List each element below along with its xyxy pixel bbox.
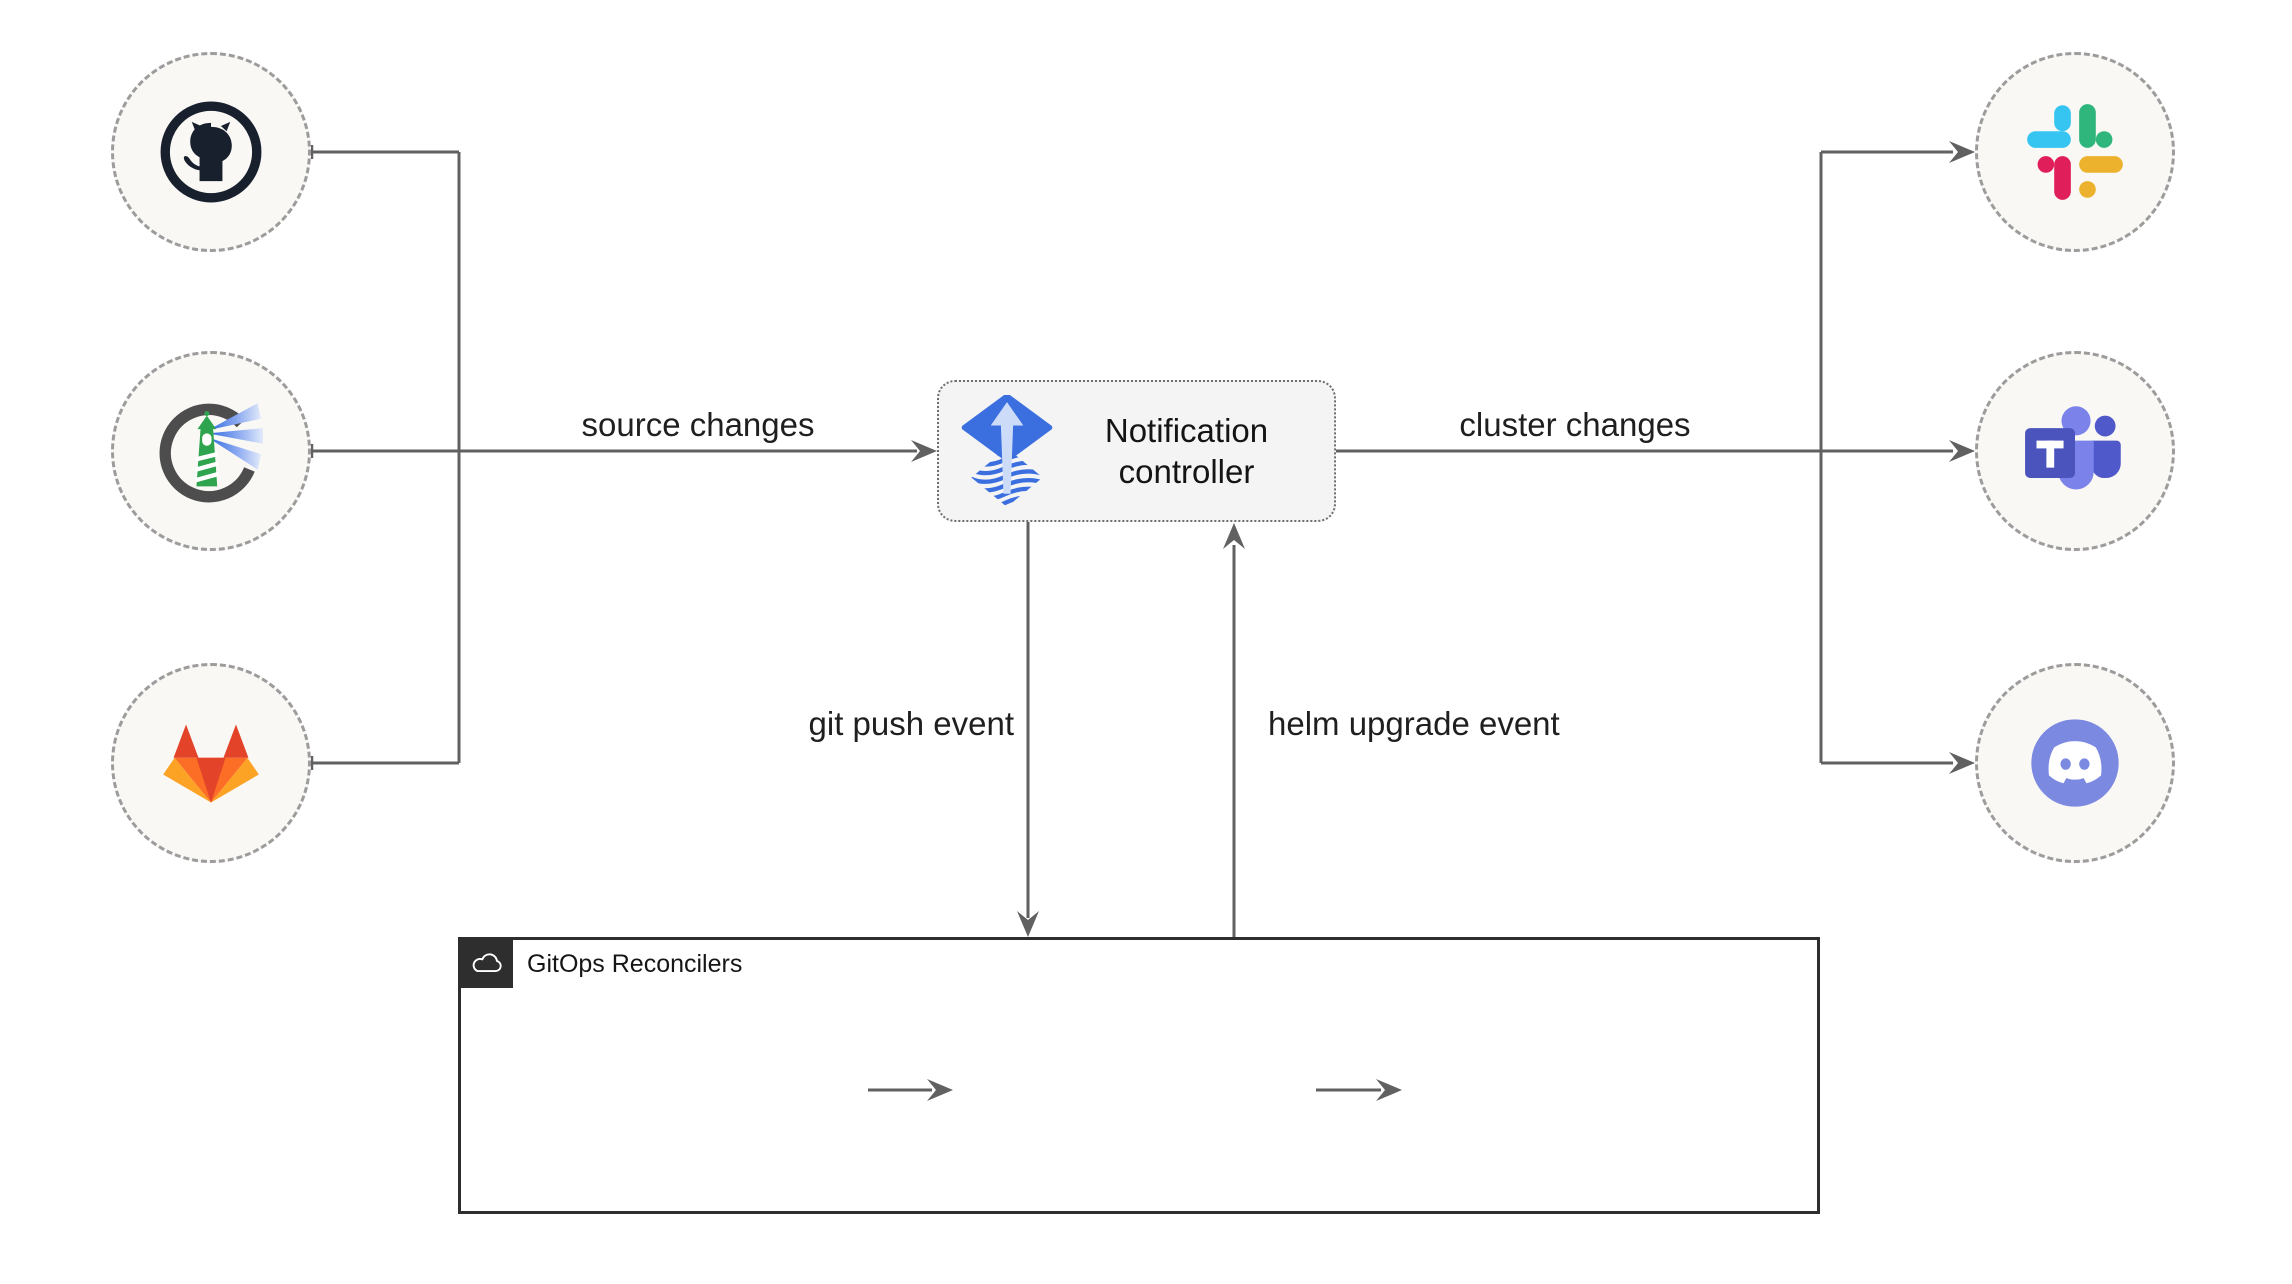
edge-label-git-push-event: git push event (808, 705, 1014, 742)
notification-controller-label: Notification controller (1104, 412, 1269, 490)
source-node-github (111, 52, 311, 252)
cloud-icon (470, 953, 504, 976)
teams-icon (2023, 399, 2127, 503)
target-node-teams (1975, 351, 2175, 551)
edge-label-cluster-changes: cluster changes (1459, 406, 1691, 443)
group-label: GitOps Reconcilers (527, 949, 743, 978)
edge-label-helm-upgrade-event: helm upgrade event (1268, 705, 1560, 742)
target-node-discord (1975, 663, 2175, 863)
group-header-badge (461, 940, 513, 988)
harbor-icon (159, 399, 263, 503)
gitlab-icon (159, 711, 263, 815)
edge-label-source-changes: source changes (581, 406, 815, 443)
source-node-harbor (111, 351, 311, 551)
notification-controller-node: Notification controller (937, 380, 1336, 522)
flux-icon (961, 395, 1053, 509)
discord-icon (2023, 711, 2127, 815)
slack-icon (2023, 100, 2127, 204)
target-node-slack (1975, 52, 2175, 252)
gitops-reconcilers-group: GitOps Reconcilers Source controller Kus… (458, 937, 1820, 1214)
github-icon (159, 100, 263, 204)
source-node-gitlab (111, 663, 311, 863)
